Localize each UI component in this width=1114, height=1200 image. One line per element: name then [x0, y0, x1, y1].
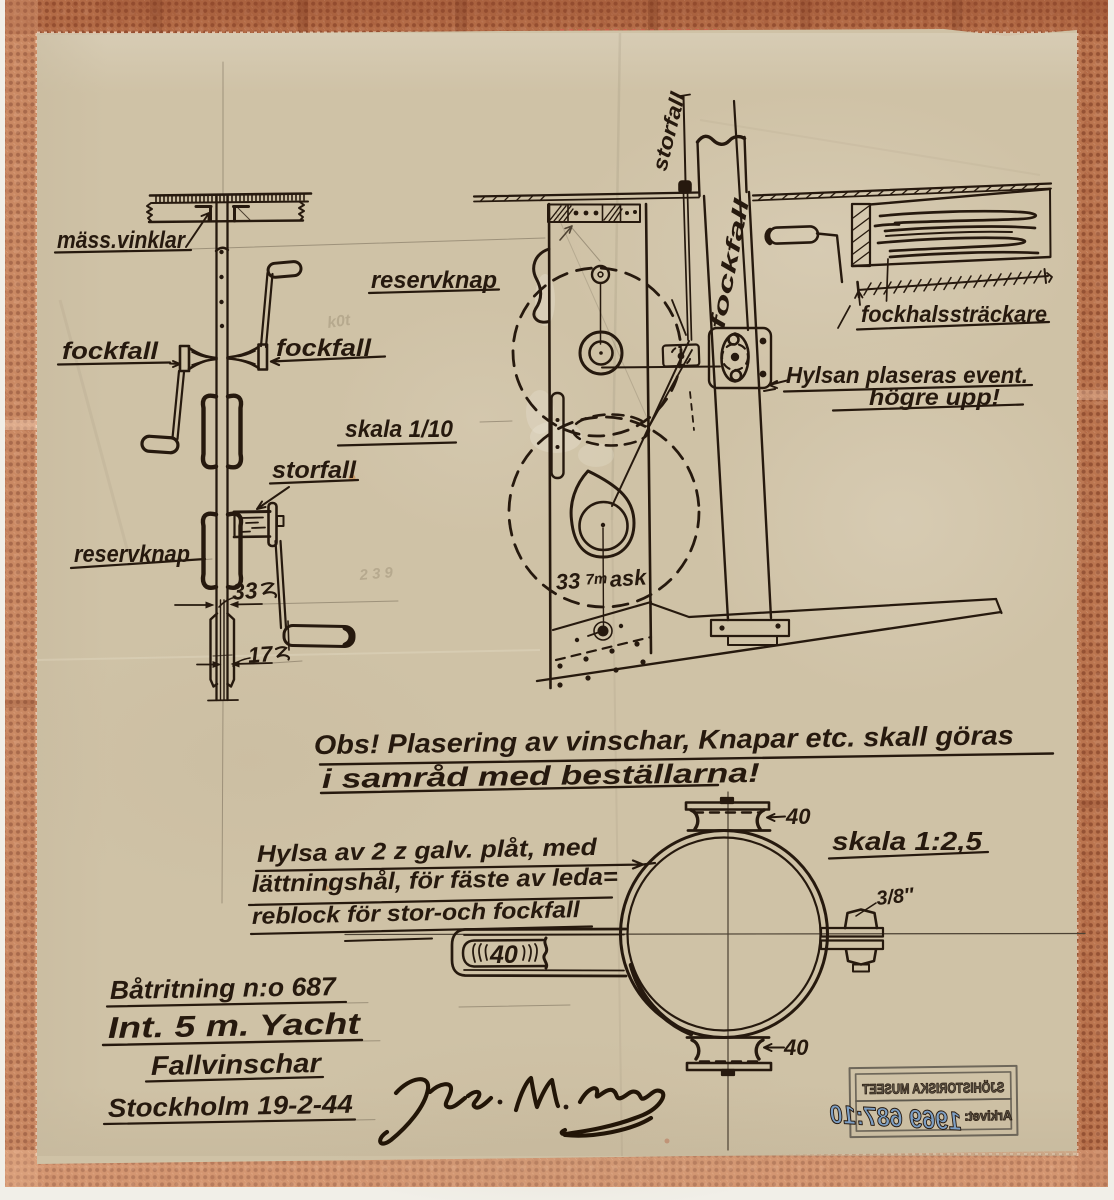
svg-text:1969 687:10: 1969 687:10 [829, 1099, 963, 1136]
svg-text:högre upp!: högre upp! [869, 384, 1000, 410]
svg-text:3/8″: 3/8″ [875, 884, 916, 910]
svg-text:fockhalssträckare: fockhalssträckare [861, 301, 1047, 327]
svg-text:Båtritning n:o 687: Båtritning n:o 687 [110, 971, 338, 1005]
svg-text:33: 33 [231, 577, 259, 605]
svg-text:fockfall: fockfall [276, 335, 372, 362]
svg-text:Fallvinschar: Fallvinschar [151, 1048, 323, 1081]
svg-text:Int. 5 m. Yacht: Int. 5 m. Yacht [108, 1008, 363, 1045]
svg-text:2 3 9: 2 3 9 [358, 564, 394, 584]
svg-text:SJÖHISTORISKA MUSEET: SJÖHISTORISKA MUSEET [862, 1079, 1005, 1097]
svg-text:33: 33 [555, 568, 581, 595]
svg-text:k0t: k0t [326, 312, 352, 332]
svg-text:Hylsan plaseras event.: Hylsan plaseras event. [786, 362, 1028, 388]
svg-text:Stockholm 19-2-44: Stockholm 19-2-44 [108, 1089, 354, 1123]
svg-text:40: 40 [783, 1035, 809, 1060]
svg-text:7m: 7m [585, 570, 608, 588]
svg-text:ask: ask [609, 564, 649, 592]
svg-text:mäss.vinklar: mäss.vinklar [57, 227, 186, 254]
svg-text:skala 1:2,5: skala 1:2,5 [832, 826, 983, 856]
svg-text:17: 17 [247, 641, 275, 668]
svg-text:reservknap: reservknap [74, 541, 190, 568]
svg-text:Arkivet:: Arkivet: [964, 1108, 1012, 1124]
svg-text:storfall: storfall [272, 457, 357, 484]
svg-text:40: 40 [489, 941, 518, 969]
svg-text:reservknap: reservknap [371, 267, 497, 294]
svg-text:fockfall: fockfall [62, 338, 160, 365]
svg-text:i samråd med beställarna!: i samråd med beställarna! [322, 758, 760, 794]
svg-text:40: 40 [785, 804, 811, 829]
svg-text:skala 1/10: skala 1/10 [345, 416, 454, 443]
